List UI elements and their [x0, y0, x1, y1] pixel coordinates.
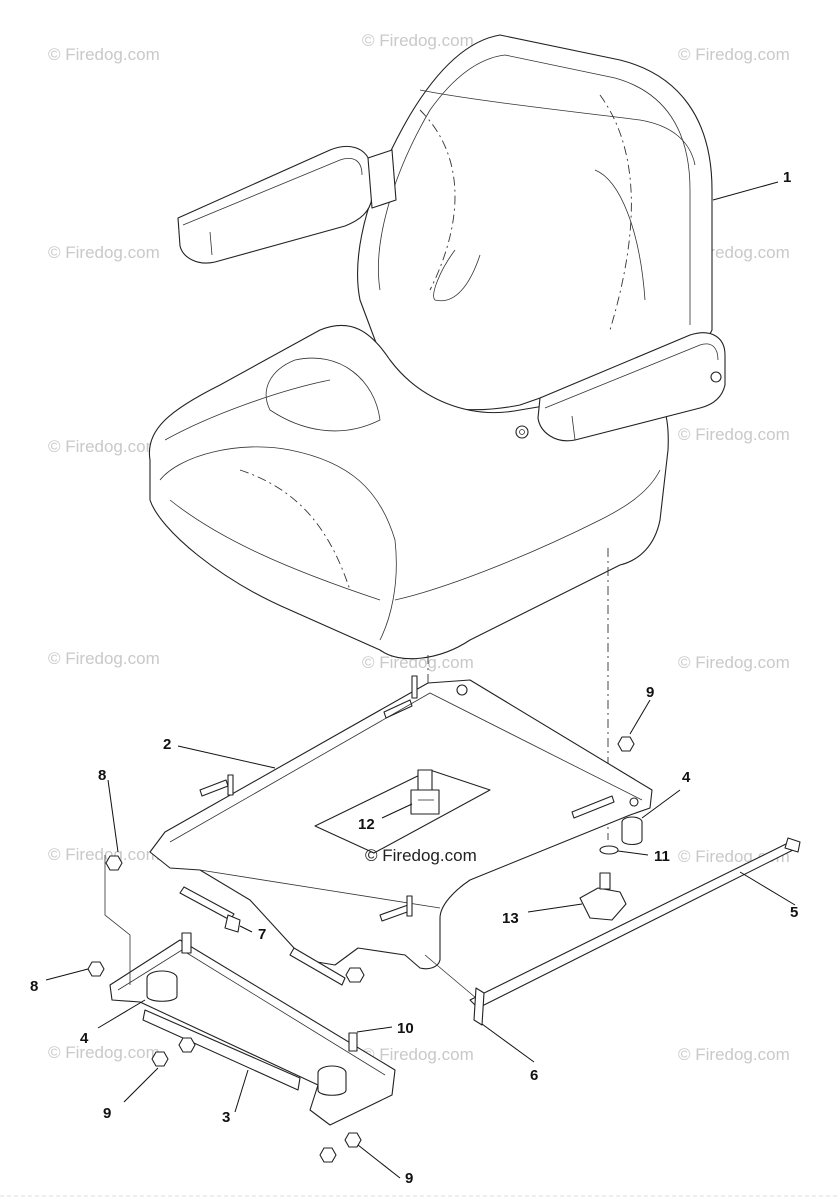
callout-9-left: 9	[103, 1105, 111, 1122]
callout-1: 1	[783, 169, 791, 186]
bottom-bracket	[87, 855, 396, 1163]
callout-8-left: 8	[30, 978, 38, 995]
callout-10: 10	[397, 1020, 414, 1037]
callout-5: 5	[790, 904, 798, 921]
callout-6: 6	[530, 1067, 538, 1084]
callout-4-right: 4	[682, 769, 691, 786]
watermark-text: © Firedog.com	[48, 437, 160, 456]
watermark-text: © Firedog.com	[48, 649, 160, 668]
watermark-text: © Firedog.com	[362, 1045, 474, 1064]
watermark-text: © Firedog.com	[678, 45, 790, 64]
watermark-text: © Firedog.com	[362, 653, 474, 672]
rail-bolt	[289, 947, 365, 986]
callout-11: 11	[654, 848, 670, 865]
center-watermark: © Firedog.com	[365, 846, 477, 865]
watermark-text: © Firedog.com	[678, 653, 790, 672]
cotter-pin	[473, 987, 485, 1026]
callout-labels: 1 2 3 4 4 5 6 7 8 8 9 9 9 10 11 12 13	[30, 169, 798, 1187]
watermark-text: © Firedog.com	[362, 31, 474, 50]
callout-7: 7	[258, 926, 266, 943]
callout-12: 12	[358, 816, 375, 833]
watermark-text: © Firedog.com	[48, 45, 160, 64]
callout-3: 3	[222, 1109, 230, 1126]
watermark-text: © Firedog.com	[48, 845, 160, 864]
callout-2: 2	[163, 736, 171, 753]
watermark-text: © Firedog.com	[48, 1043, 160, 1062]
adjust-knob	[579, 872, 627, 921]
callout-8-top: 8	[98, 767, 106, 784]
left-armrest	[177, 145, 373, 264]
callout-9-bottom: 9	[405, 1170, 413, 1187]
right-isolator	[599, 736, 643, 855]
callout-4-left: 4	[80, 1030, 89, 1047]
callout-13: 13	[502, 910, 519, 927]
callout-leaders	[45, 181, 796, 1179]
seat-assembly	[148, 34, 726, 660]
callout-9-top: 9	[646, 684, 654, 701]
seat-mount-plate	[149, 675, 653, 970]
watermark-text: © Firedog.com	[48, 243, 160, 262]
watermark-text: © Firedog.com	[678, 425, 790, 444]
right-armrest	[537, 332, 726, 442]
long-bolt	[179, 886, 241, 933]
watermark-text: © Firedog.com	[678, 1045, 790, 1064]
seat-switch	[410, 769, 440, 815]
